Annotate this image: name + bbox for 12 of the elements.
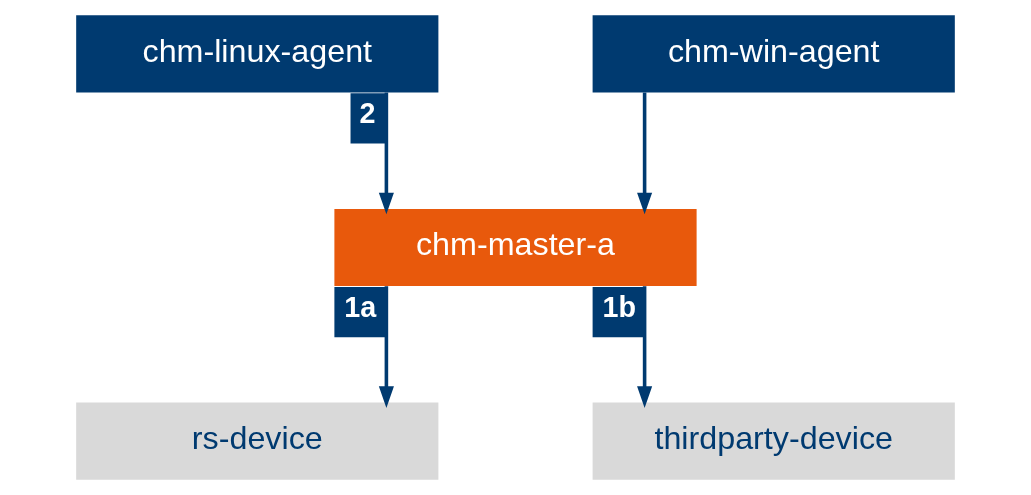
- arrow: [378, 286, 394, 408]
- node-box: thirdparty-device: [592, 402, 955, 480]
- arrow: [637, 286, 653, 408]
- edge-label: 2: [359, 97, 376, 130]
- node-box: chm-linux-agent: [76, 15, 439, 93]
- arrow: [378, 92, 394, 215]
- edge-label: 1a: [344, 291, 377, 324]
- edge-label: 1b: [602, 291, 636, 324]
- arrow: [637, 92, 653, 215]
- node-box: chm-win-agent: [592, 15, 955, 93]
- node-box: chm-master-a: [334, 208, 697, 287]
- node-box: rs-device: [76, 402, 439, 480]
